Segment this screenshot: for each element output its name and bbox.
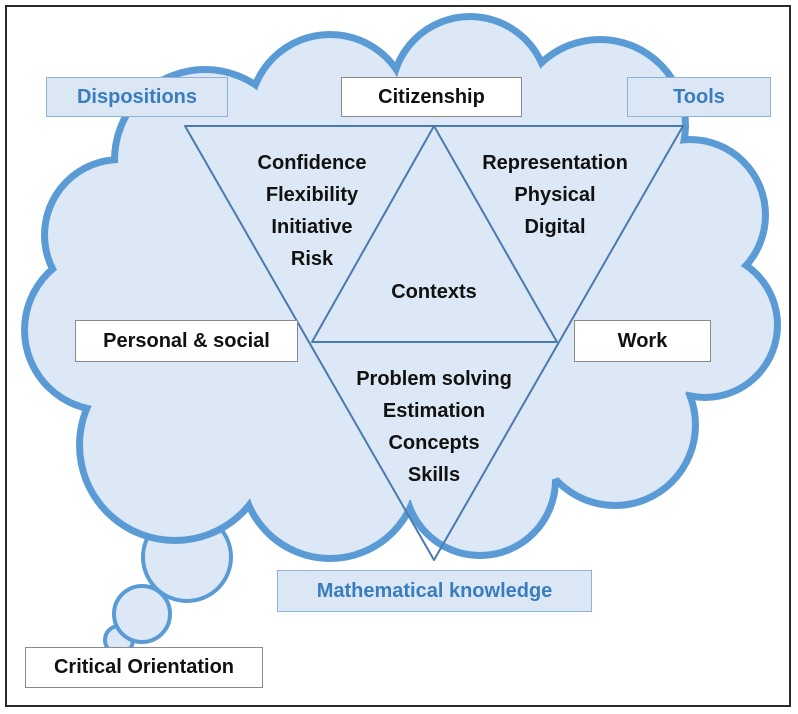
- tools-item: Physical: [514, 184, 596, 206]
- personal-social-label: Personal & social: [75, 320, 298, 362]
- mathematical-knowledge-label: Mathematical knowledge: [277, 570, 592, 612]
- knowledge-item: Concepts: [388, 432, 480, 454]
- thought-bubble-medium: [112, 584, 172, 644]
- triangle-diagram: [184, 125, 684, 561]
- knowledge-item: Problem solving: [356, 368, 512, 390]
- tools-label: Tools: [627, 77, 771, 117]
- knowledge-item: Skills: [407, 464, 461, 486]
- diagram-frame: [5, 5, 791, 707]
- dispositions-list: Confidence Flexibility Initiative Risk: [232, 147, 392, 275]
- dispositions-item: Confidence: [257, 152, 367, 174]
- critical-orientation-label: Critical Orientation: [25, 647, 263, 688]
- knowledge-item: Estimation: [382, 400, 486, 422]
- knowledge-list: Problem solving Estimation Concepts Skil…: [334, 363, 534, 491]
- dispositions-label: Dispositions: [46, 77, 228, 117]
- contexts-text: Contexts: [391, 281, 477, 303]
- dispositions-item: Initiative: [271, 216, 353, 238]
- contexts-center-label: Contexts: [364, 276, 504, 308]
- dispositions-item: Flexibility: [265, 184, 359, 206]
- tools-item: Representation: [482, 152, 628, 174]
- work-label: Work: [574, 320, 711, 362]
- tools-item: Digital: [524, 216, 586, 238]
- contexts-triangle: [311, 125, 558, 343]
- dispositions-item: Risk: [290, 248, 334, 270]
- tools-list: Representation Physical Digital: [465, 147, 645, 243]
- citizenship-label: Citizenship: [341, 77, 522, 117]
